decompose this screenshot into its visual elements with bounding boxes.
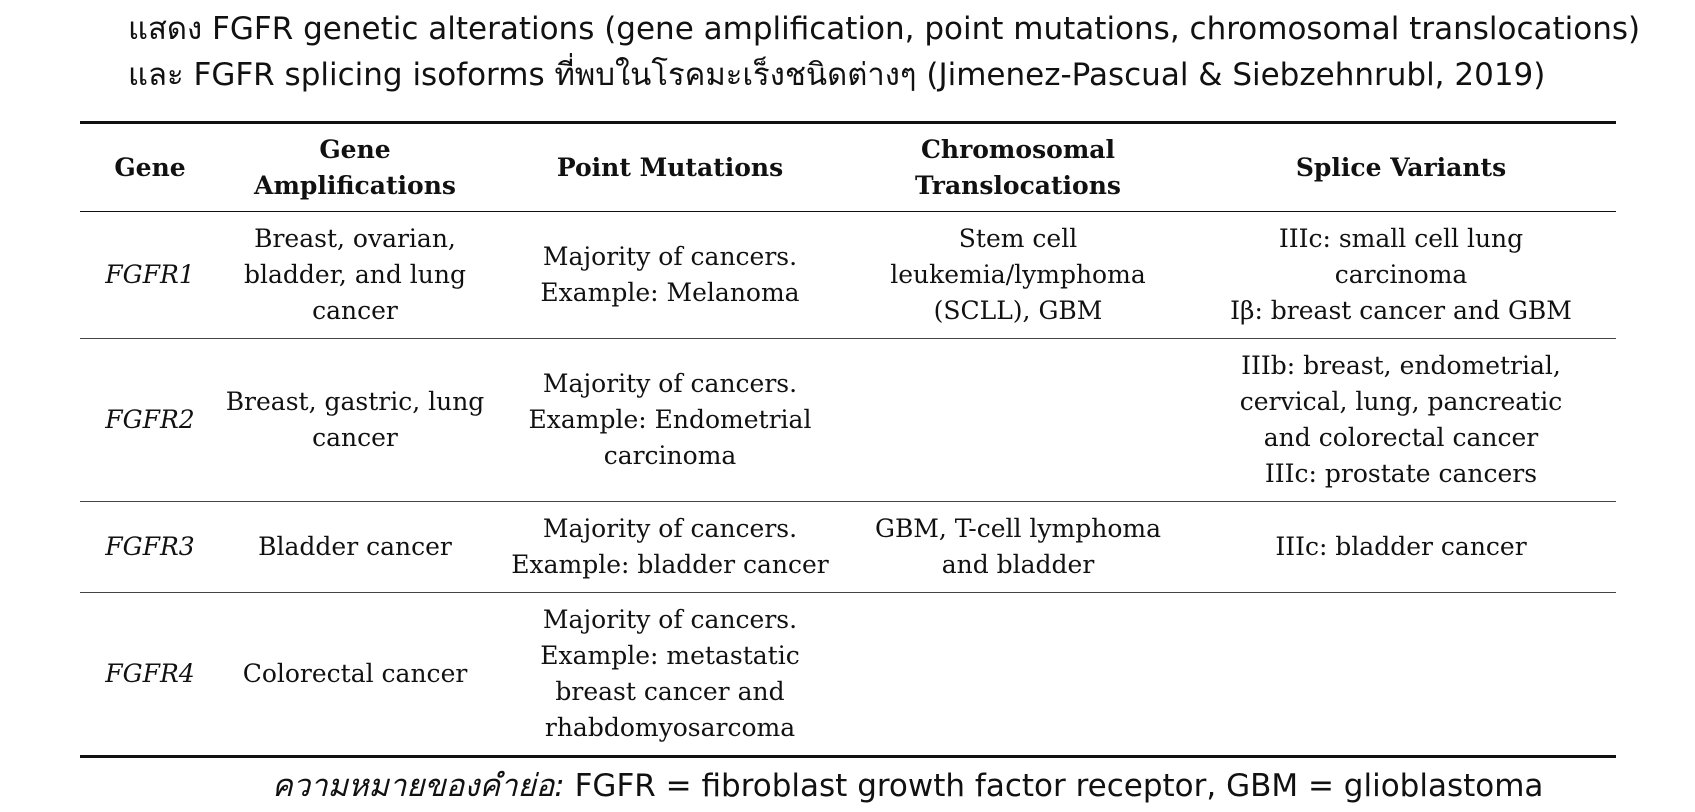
cell-line: Gene xyxy=(114,152,186,182)
cell-line: cervical, lung, pancreatic xyxy=(1239,387,1563,416)
amplifications-cell: Colorectal cancer xyxy=(220,593,490,757)
cell-line: Majority of cancers. xyxy=(542,514,798,543)
footnote-text: FGFR = fibroblast growth factor receptor… xyxy=(564,768,1544,804)
cell-line: Majority of cancers. xyxy=(542,242,798,271)
table-row: FGFR1 Breast, ovarian, bladder, and lung c… xyxy=(80,212,1616,339)
amplifications-cell: Breast, gastric, lung cancer xyxy=(220,339,490,502)
cell-line: cancer xyxy=(312,423,398,452)
cell-line: Splice Variants xyxy=(1295,152,1507,182)
cell-line: rhabdomyosarcoma xyxy=(544,713,796,742)
cell-line: and colorectal cancer xyxy=(1263,423,1539,452)
cell-line: Iβ: breast cancer and GBM xyxy=(1230,296,1572,325)
header-point-mutations: Point Mutations xyxy=(490,123,850,212)
gene-cell: FGFR2 xyxy=(105,405,195,434)
point-mutations-cell: Majority of cancers. Example: Endometrial… xyxy=(490,339,850,502)
cell-line: GBM, T-cell lymphoma xyxy=(874,514,1162,543)
cell-line: cancer xyxy=(312,296,398,325)
cell-line: carcinoma xyxy=(1334,260,1468,289)
cell-line: Point Mutations xyxy=(556,152,784,182)
cell-line: IIIc: prostate cancers xyxy=(1264,459,1538,488)
cell-line: bladder, and lung xyxy=(244,260,466,289)
cell-line: (SCLL), GBM xyxy=(933,296,1103,325)
cell-line: Example: bladder cancer xyxy=(511,550,829,579)
amplifications-cell: Bladder cancer xyxy=(220,502,490,593)
translocations-cell xyxy=(850,593,1186,757)
table-row: FGFR4 Colorectal cancer Majority of canc… xyxy=(80,593,1616,757)
cell-line: Colorectal cancer xyxy=(242,659,468,688)
cell-line: Chromosomal xyxy=(921,134,1115,164)
table-row: FGFR3 Bladder cancer Majority of cancers… xyxy=(80,502,1616,593)
cell-line: Gene xyxy=(319,134,391,164)
cell-line: IIIb: breast, endometrial, xyxy=(1241,351,1561,380)
caption-line-2: และ FGFR splicing isoforms ที่พบในโรคมะเ… xyxy=(128,57,1546,93)
gene-cell: FGFR1 xyxy=(105,260,195,289)
gene-cell: FGFR4 xyxy=(105,659,195,688)
amplifications-cell: Breast, ovarian, bladder, and lung cancer xyxy=(220,212,490,339)
cell-line: Bladder cancer xyxy=(258,532,452,561)
cell-line: IIIc: bladder cancer xyxy=(1275,532,1527,561)
point-mutations-cell: Majority of cancers. Example: metastatic b… xyxy=(490,593,850,757)
header-splice-variants: Splice Variants xyxy=(1186,123,1616,212)
point-mutations-cell: Majority of cancers. Example: bladder can… xyxy=(490,502,850,593)
caption-line-1: แสดง FGFR genetic alterations (gene ampl… xyxy=(128,11,1641,47)
cell-line: Translocations xyxy=(915,170,1121,200)
header-gene: Gene xyxy=(80,123,220,212)
splice-variants-cell xyxy=(1186,593,1616,757)
splice-variants-cell: IIIb: breast, endometrial, cervical, lung… xyxy=(1186,339,1616,502)
cell-line: Breast, ovarian, xyxy=(254,224,456,253)
cell-line: Majority of cancers. xyxy=(542,369,798,398)
cell-line: Breast, gastric, lung xyxy=(225,387,485,416)
cell-line: Example: Melanoma xyxy=(540,278,800,307)
cell-line: leukemia/lymphoma xyxy=(890,260,1146,289)
cell-line: IIIc: small cell lung xyxy=(1278,224,1524,253)
table-row: FGFR2 Breast, gastric, lung cancer Majori… xyxy=(80,339,1616,502)
cell-line: and bladder xyxy=(941,550,1095,579)
gene-cell: FGFR3 xyxy=(105,532,195,561)
cell-line: carcinoma xyxy=(603,441,737,470)
splice-variants-cell: IIIc: bladder cancer xyxy=(1186,502,1616,593)
cell-line: Example: metastatic xyxy=(540,641,800,670)
translocations-cell: GBM, T-cell lymphoma and bladder xyxy=(850,502,1186,593)
cell-line: Example: Endometrial xyxy=(528,405,812,434)
cell-line: Amplifications xyxy=(254,170,456,200)
abbreviation-footnote: ความหมายของคำย่อ: FGFR = fibroblast grow… xyxy=(272,766,1543,806)
cell-line: breast cancer and xyxy=(555,677,785,706)
translocations-cell xyxy=(850,339,1186,502)
footnote-lead: ความหมายของคำย่อ: xyxy=(272,768,565,804)
table-caption: แสดง FGFR genetic alterations (gene ampl… xyxy=(128,6,1648,98)
cell-line: Majority of cancers. xyxy=(542,605,798,634)
point-mutations-cell: Majority of cancers. Example: Melanoma xyxy=(490,212,850,339)
translocations-cell: Stem cell leukemia/lymphoma (SCLL), GBM xyxy=(850,212,1186,339)
cell-line: Stem cell xyxy=(958,224,1078,253)
